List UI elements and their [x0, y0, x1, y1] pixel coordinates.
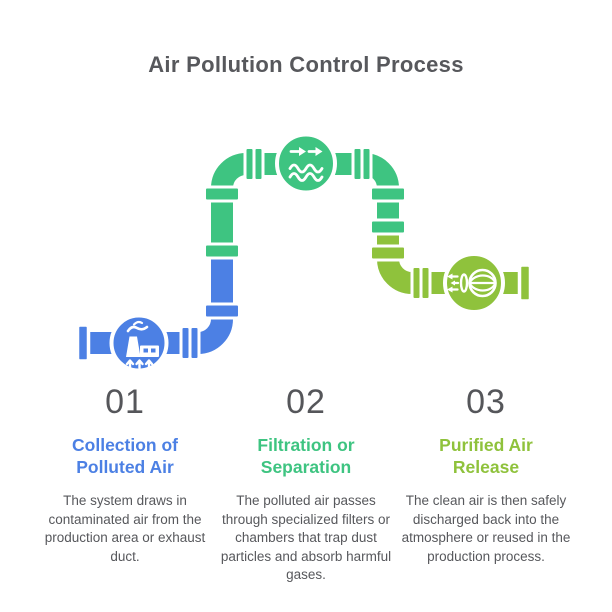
pipe-flange [369, 244, 407, 262]
step-description: The clean air is then safely discharged … [401, 493, 571, 564]
pipe-flange [369, 185, 407, 203]
step-heading-line2: Separation [260, 457, 352, 477]
step-column-collection: 01 Collection of Polluted Air The system… [30, 382, 220, 566]
factory-icon [125, 320, 159, 370]
step-description: The polluted air passes through speciali… [220, 493, 392, 582]
pipe-flange [369, 218, 407, 236]
step-number: 01 [105, 383, 145, 421]
exhaust-fan-icon [447, 268, 497, 298]
pipe-flange [203, 302, 241, 320]
pipe-flange [203, 242, 241, 260]
step-number: 02 [286, 383, 326, 421]
filtration-waves-icon [288, 147, 324, 182]
step-heading-line1: Purified Air [439, 435, 533, 455]
step-heading-line2: Polluted Air [76, 457, 174, 477]
page-title: Air Pollution Control Process [148, 52, 464, 77]
step-heading: Filtration or Separation [211, 434, 401, 478]
step-heading-line1: Collection of [72, 435, 178, 455]
pipe-coupling [179, 325, 201, 361]
node-filtration [275, 132, 337, 195]
pipe-end-cap [517, 263, 533, 303]
pipe-end-cap [75, 323, 91, 363]
pipe-flange [203, 185, 241, 203]
step-column-release: 03 Purified Air Release The clean air is… [391, 382, 581, 566]
pipe-coupling [351, 146, 373, 182]
step-description: The system draws in contaminated air fro… [44, 493, 206, 564]
pipe-coupling [410, 265, 432, 301]
step-number: 03 [466, 383, 506, 421]
step-heading: Purified Air Release [391, 434, 581, 478]
step-heading-line2: Release [452, 457, 520, 477]
step-column-filtration: 02 Filtration or Separation The polluted… [211, 382, 401, 585]
step-heading: Collection of Polluted Air [30, 434, 220, 478]
step-heading-line1: Filtration or [257, 435, 355, 455]
pipe-coupling [243, 146, 265, 182]
